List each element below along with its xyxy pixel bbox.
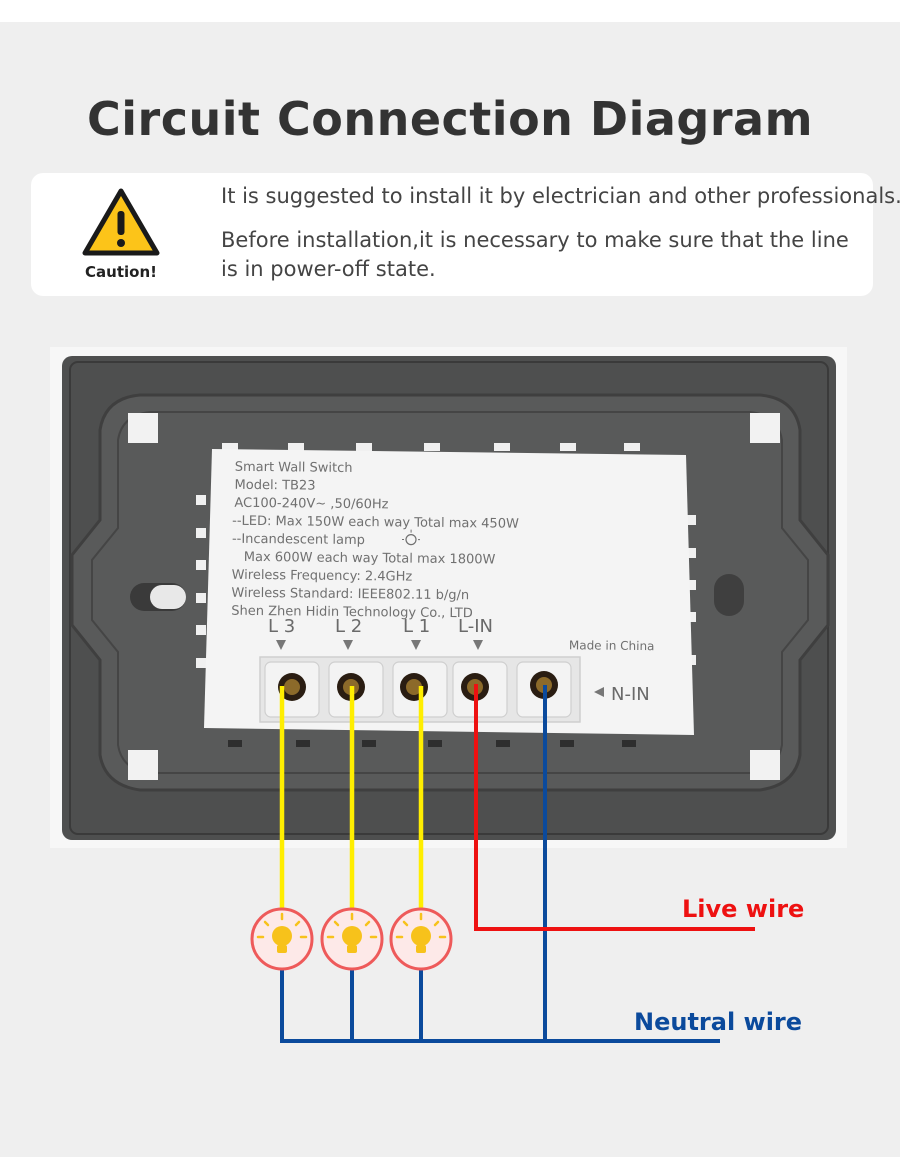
label-incandescent-max: Max 600W each way Total max 1800W	[244, 550, 496, 568]
caution-text-line-3: is in power-off state.	[221, 257, 436, 281]
switched-wires	[279, 686, 424, 911]
neutral-wire-label: Neutral wire	[634, 1008, 803, 1036]
terminal-label-l2: L 2	[335, 616, 362, 637]
mount-slot-bottom-right	[750, 750, 780, 780]
terminal-label-l1: L 1	[403, 616, 430, 637]
light-bulb-icon	[320, 907, 384, 971]
label-led: --LED: Max 150W each way Total max 450W	[232, 514, 519, 532]
neutral-wire	[280, 685, 720, 1043]
terminal-label-l3: L 3	[268, 616, 295, 637]
screw-hole-right	[714, 574, 744, 616]
caution-panel: Caution! It is suggested to install it b…	[31, 173, 900, 296]
label-wireless-frequency: Wireless Frequency: 2.4GHz	[232, 568, 413, 585]
mount-slot-top-right	[750, 413, 780, 443]
label-incandescent: --Incandescent lamp	[232, 532, 365, 548]
label-made-in: Made in China	[569, 638, 655, 653]
lamp-icon	[401, 529, 421, 546]
mount-slot-top-left	[128, 413, 158, 443]
label-product-name: Smart Wall Switch	[235, 460, 353, 476]
caution-text-line-2: Before installation,it is necessary to m…	[221, 228, 849, 252]
caution-label: Caution!	[85, 263, 157, 281]
label-manufacturer: Shen Zhen Hidin Technology Co., LTD	[231, 604, 473, 622]
light-bulb-icon	[250, 907, 314, 971]
mount-slot-bottom-left	[128, 750, 158, 780]
caution-text-line-1: It is suggested to install it by electri…	[221, 184, 900, 208]
page-title: Circuit Connection Diagram	[86, 92, 814, 146]
live-wire-label: Live wire	[682, 895, 805, 923]
light-bulb-icon	[389, 907, 453, 971]
label-model: Model: TB23	[234, 478, 315, 494]
live-wire	[474, 684, 755, 931]
label-wireless-standard: Wireless Standard: IEEE802.11 b/g/n	[231, 586, 469, 603]
terminal-label-lin: L-IN	[458, 616, 493, 637]
warning-triangle-icon	[82, 188, 160, 256]
label-rating: AC100-240V~ ,50/60Hz	[234, 496, 388, 513]
terminal-label-nin: N-IN	[611, 684, 650, 705]
top-strip	[0, 0, 900, 22]
